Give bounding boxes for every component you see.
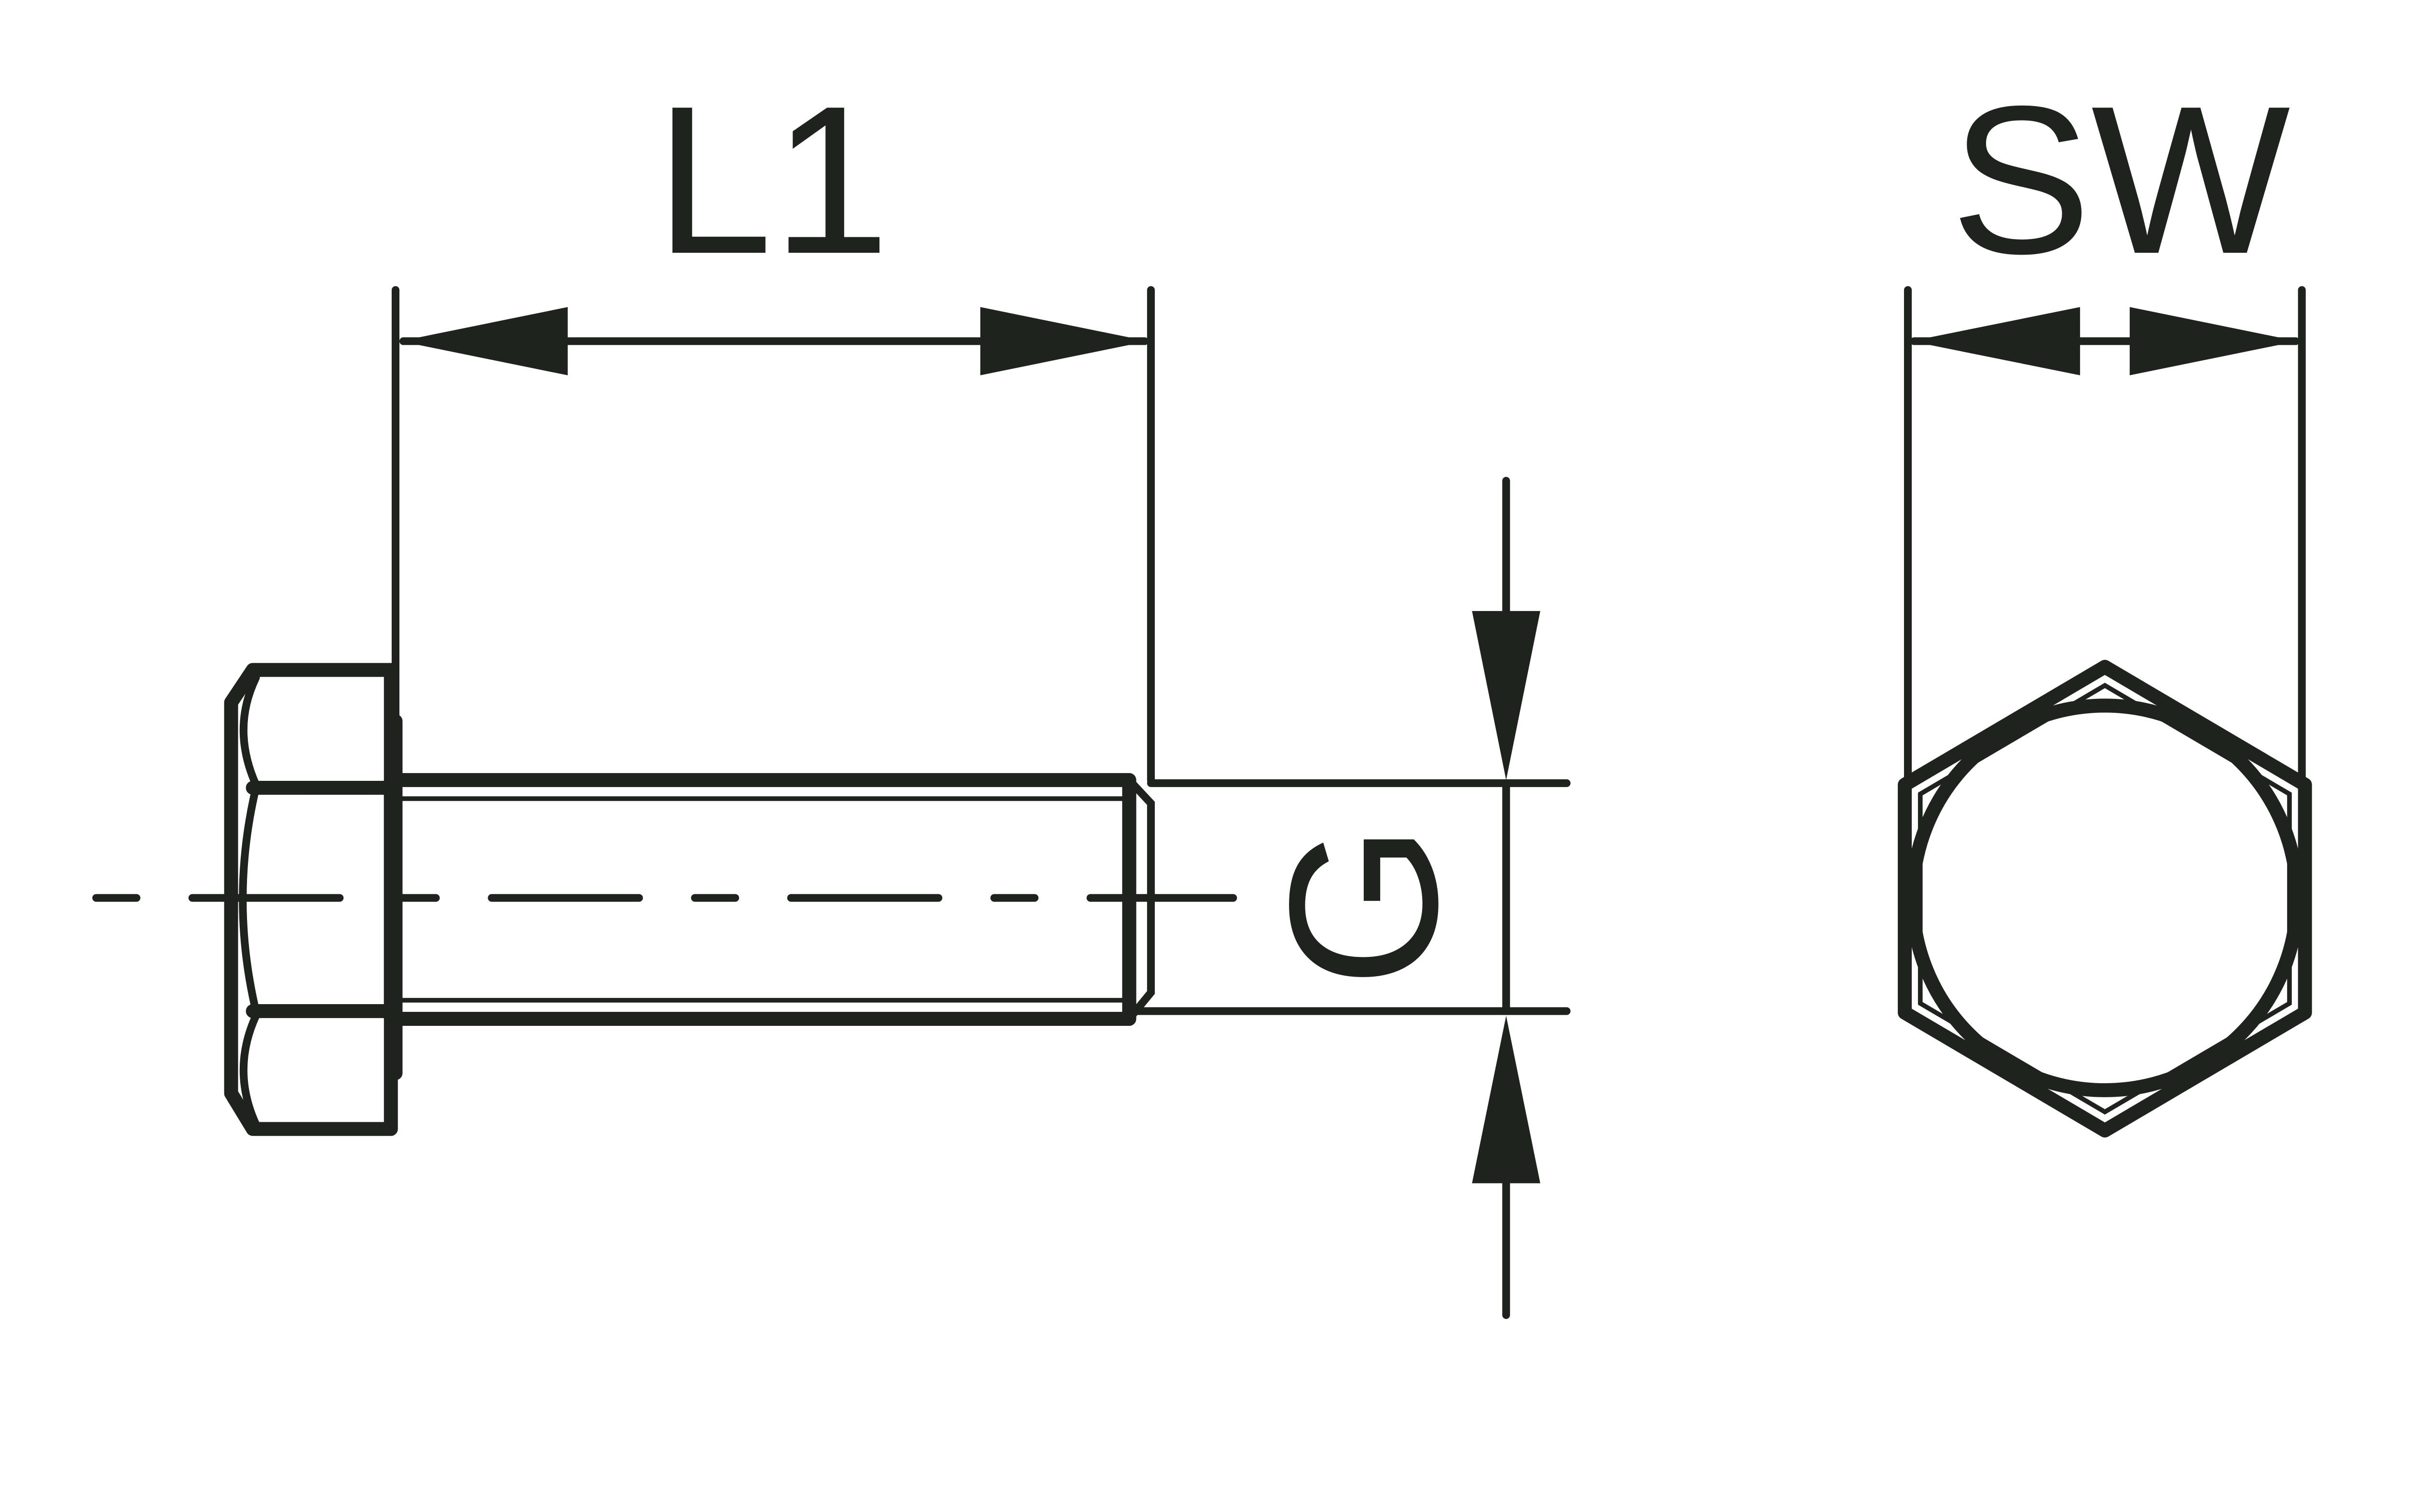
arrowhead-down-icon [1472, 611, 1540, 780]
label-sw: SW [1950, 62, 2292, 298]
dimension-l1: L1 [391, 62, 1155, 784]
label-g: G [1245, 824, 1481, 988]
arrowhead-right-icon [2129, 307, 2298, 376]
hex-head [1898, 660, 2312, 1138]
thread-circle [1905, 698, 2304, 1097]
dimension-sw: SW [1904, 62, 2306, 787]
bolt-dimension-drawing: L1 G SW [92, 62, 2312, 1319]
bolt-end-view [1898, 660, 2312, 1138]
bolt-head [224, 663, 398, 1136]
hex-inner-outline [1918, 682, 2292, 1115]
arrowhead-up-icon [1472, 1016, 1540, 1184]
arrowhead-left-icon [400, 307, 568, 376]
bolt-side-view [92, 663, 1237, 1136]
arrowhead-left-icon [1911, 307, 2080, 376]
arrowhead-right-icon [980, 307, 1148, 376]
label-l1: L1 [655, 62, 890, 298]
drawing-container: L1 G SW [92, 62, 2312, 1319]
dimension-g: G [1125, 477, 1571, 1319]
